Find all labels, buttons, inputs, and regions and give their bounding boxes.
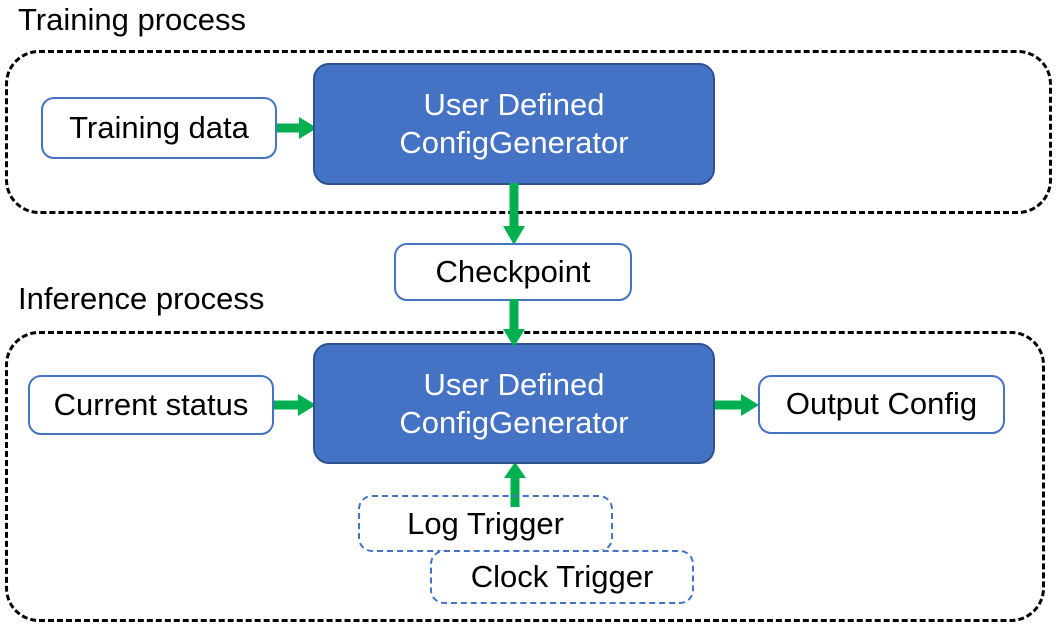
- arrow-right-icon: [274, 394, 316, 416]
- arrow-triggers-to-processor: [495, 462, 535, 507]
- current-status-label: Current status: [53, 386, 249, 422]
- current-status-node[interactable]: Current status: [28, 375, 274, 435]
- arrow-processor-to-output-config: [715, 385, 759, 425]
- training-config-generator-line2: ConfigGenerator: [399, 125, 629, 160]
- checkpoint-label: Checkpoint: [435, 253, 591, 289]
- inference-config-generator-line1: User Defined: [423, 366, 605, 402]
- clock-trigger-label: Clock Trigger: [470, 559, 654, 594]
- inference-config-generator-node[interactable]: User Defined ConfigGenerator: [313, 343, 715, 464]
- arrow-right-icon: [715, 394, 759, 416]
- arrow-right-icon: [277, 117, 317, 139]
- arrow-up-icon: [504, 462, 526, 507]
- arrow-checkpoint-to-inference-processor: [494, 299, 534, 347]
- inference-process-container: [5, 331, 1045, 622]
- arrow-processor-to-checkpoint: [494, 183, 534, 245]
- arrow-down-icon: [503, 299, 525, 347]
- output-config-label: Output Config: [785, 386, 978, 422]
- arrow-training-data-to-processor: [277, 108, 317, 148]
- log-trigger-node[interactable]: Log Trigger: [358, 495, 613, 552]
- inference-config-generator-line2: ConfigGenerator: [399, 404, 629, 440]
- training-data-label: Training data: [69, 109, 249, 145]
- inference-process-label: Inference process: [18, 281, 265, 316]
- training-data-node[interactable]: Training data: [41, 97, 277, 159]
- training-config-generator-line1: User Defined: [423, 87, 605, 123]
- training-process-label: Training process: [18, 2, 247, 37]
- arrow-current-status-to-processor: [274, 385, 316, 425]
- arrow-down-icon: [503, 183, 525, 245]
- checkpoint-node[interactable]: Checkpoint: [394, 243, 632, 301]
- log-trigger-label: Log Trigger: [407, 505, 564, 541]
- clock-trigger-node[interactable]: Clock Trigger: [430, 550, 694, 604]
- training-process-container: [5, 50, 1052, 214]
- output-config-node[interactable]: Output Config: [758, 375, 1005, 434]
- training-config-generator-node[interactable]: User Defined ConfigGenerator: [313, 63, 715, 185]
